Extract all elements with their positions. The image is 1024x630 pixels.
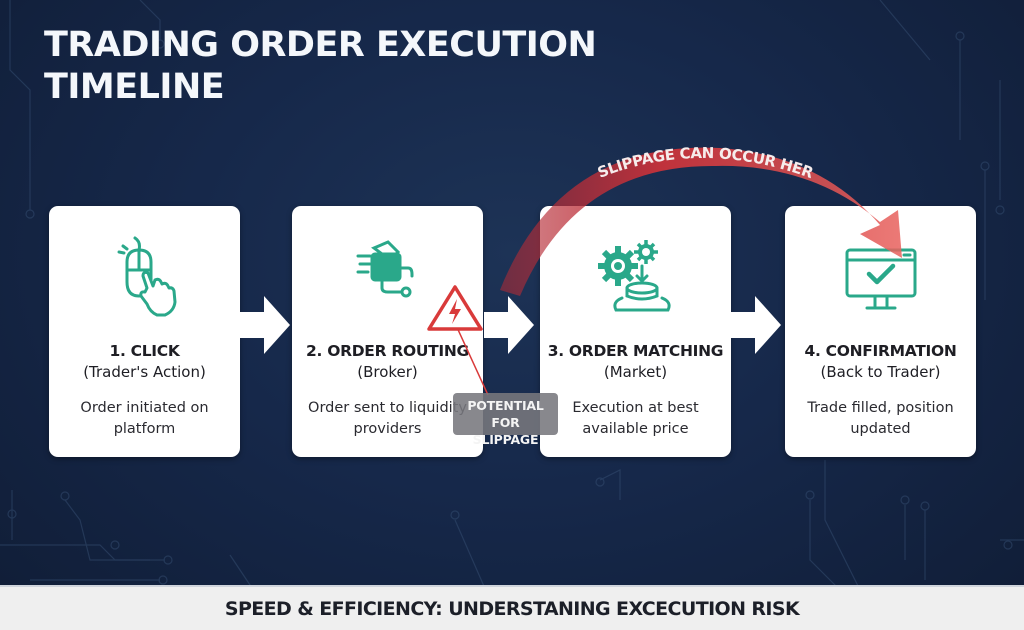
footer-banner: SPEED & EFFICIENCY: UNDERSTANING EXCECUT… (0, 585, 1024, 630)
step-description: Order sent to liquidity providers (308, 400, 467, 437)
callout-line-1: POTENTIAL FOR (467, 398, 544, 430)
step-subtitle: (Back to Trader) (820, 363, 941, 381)
step-card-confirmation: 4. CONFIRMATION (Back to Trader) Trade f… (785, 206, 976, 457)
step-title: 3. ORDER MATCHING (547, 342, 724, 360)
flow-arrow-2 (484, 296, 534, 354)
warning-lightning-icon (427, 285, 483, 331)
step-description: Trade filled, position updated (807, 400, 954, 437)
footer-text: SPEED & EFFICIENCY: UNDERSTANING EXCECUT… (224, 598, 800, 620)
page-title: TRADING ORDER EXECUTION TIMELINE (44, 24, 604, 108)
step-card-click: 1. CLICK (Trader's Action) Order initiat… (49, 206, 240, 457)
potential-slippage-callout: POTENTIAL FOR SLIPPAGE (453, 393, 558, 447)
step-subtitle: (Trader's Action) (83, 363, 206, 381)
step-title: 1. CLICK (109, 342, 180, 360)
step-title: 2. ORDER ROUTING (306, 342, 469, 360)
step-description: Execution at best available price (572, 400, 699, 437)
flow-arrow-1 (240, 296, 290, 354)
step-title: 4. CONFIRMATION (804, 342, 957, 360)
step-subtitle: (Broker) (357, 363, 418, 381)
callout-line-2: SLIPPAGE (472, 432, 539, 447)
step-subtitle: (Market) (603, 363, 668, 381)
title-line-1: TRADING ORDER EXECUTION (44, 25, 597, 65)
monitor-check-icon (845, 248, 916, 310)
step-card-order-routing: 2. ORDER ROUTING (Broker) Order sent to … (292, 206, 483, 457)
order-routing-icon (356, 240, 413, 298)
gears-matching-icon (597, 240, 671, 312)
mouse-click-icon (117, 236, 176, 317)
flow-arrow-3 (731, 296, 781, 354)
step-description: Order initiated on platform (80, 400, 209, 437)
step-card-order-matching: 3. ORDER MATCHING (Market) Execution at … (540, 206, 731, 457)
title-line-2: TIMELINE (44, 67, 225, 107)
